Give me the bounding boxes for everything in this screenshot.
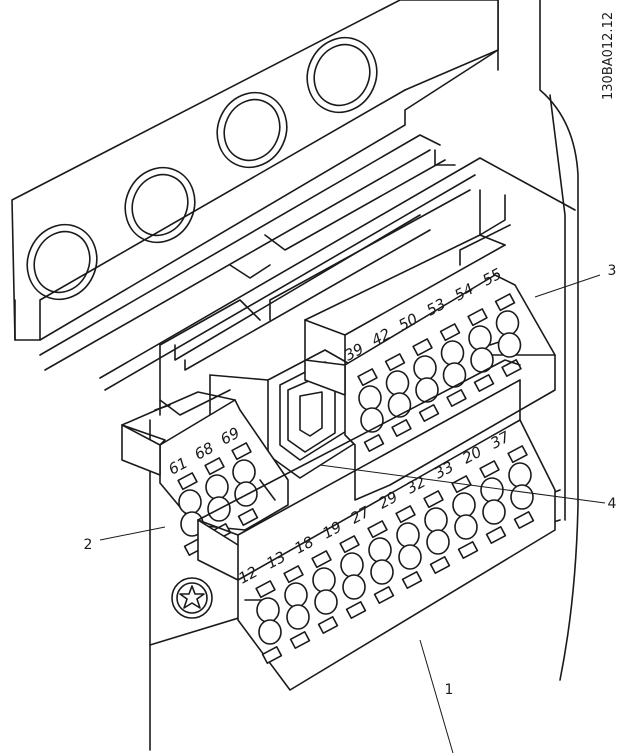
terminal-hole-13-1	[284, 582, 308, 608]
terminal-hole-68-1	[205, 474, 229, 500]
terminal-hole-39-1	[358, 385, 382, 411]
terminal-slot-29	[395, 505, 416, 524]
terminal-bottom-slot-53	[446, 389, 467, 407]
ground-screw-icon	[171, 577, 213, 619]
terminal-bottom-slot-19	[345, 601, 367, 619]
callout-2: 2	[84, 537, 93, 553]
internal-frame	[39, 134, 576, 416]
terminal-slot-27	[367, 520, 388, 539]
terminal-hole-50-2	[415, 377, 439, 403]
terminal-slot-68	[204, 457, 225, 476]
terminal-slot-19	[339, 535, 360, 554]
top-plate	[11, 0, 499, 341]
terminal-hole-29-1	[396, 522, 420, 548]
callout-4: 4	[608, 496, 617, 512]
terminal-bottom-slot-18	[317, 616, 339, 634]
terminal-hole-32-2	[426, 529, 450, 555]
terminal-hole-27-1	[368, 537, 392, 563]
terminal-slot-42	[384, 353, 406, 372]
terminal-bottom-slot-12	[261, 646, 283, 664]
terminal-hole-39-2	[360, 407, 384, 433]
terminal-hole-37-1	[508, 462, 532, 488]
terminal-hole-42-2	[387, 392, 412, 418]
terminal-slot-20	[479, 460, 500, 479]
cable-gland-1	[26, 223, 98, 301]
terminal-bottom-slot-20	[485, 526, 507, 544]
terminal-hole-12-1	[256, 597, 280, 623]
cable-gland-2	[124, 166, 196, 244]
terminal-slot-32	[423, 490, 444, 509]
terminal-hole-20-2	[482, 499, 506, 525]
terminal-hole-12-2	[258, 619, 282, 645]
callout-3: 3	[608, 263, 617, 279]
terminal-bottom-slot-39	[363, 434, 385, 452]
terminal-hole-69-2	[234, 481, 258, 507]
callout-leaders	[99, 274, 606, 753]
callout-1: 1	[445, 682, 454, 698]
terminal-hole-37-2	[510, 484, 534, 510]
comm-contacts	[177, 442, 259, 556]
terminal-hole-61-1	[178, 489, 202, 515]
terminal-bottom-slot-54	[473, 374, 495, 392]
terminal-hole-13-2	[286, 604, 310, 630]
terminal-hole-55-2	[497, 332, 522, 358]
cable-gland-4	[306, 36, 378, 114]
terminal-bottom-slot-32	[429, 556, 451, 574]
terminal-block-digital: 12 13 18 19 27 29 32 33 20 37	[197, 359, 556, 691]
terminal-bottom-slot-33	[457, 541, 479, 559]
terminal-slot-55	[494, 293, 516, 312]
terminal-hole-33-2	[454, 514, 478, 540]
terminal-slot-37	[507, 445, 528, 464]
terminal-hole-19-1	[340, 552, 364, 578]
terminal-hole-69-1	[232, 459, 256, 485]
terminal-bottom-slot-69	[237, 508, 259, 526]
terminal-bottom-slot-37	[513, 511, 535, 529]
terminal-hole-42-1	[385, 370, 410, 396]
terminal-hole-27-2	[370, 559, 394, 585]
document-code: 130BA012.12	[601, 12, 616, 100]
terminal-bottom-slot-27	[373, 586, 395, 604]
terminal-hole-54-1	[468, 325, 492, 351]
terminal-bottom-slot-42	[391, 419, 412, 437]
terminal-hole-29-2	[398, 544, 422, 570]
terminal-hole-32-1	[424, 507, 448, 533]
terminal-slot-69	[231, 442, 252, 461]
terminal-bottom-slot-50	[418, 404, 440, 422]
terminal-hole-18-2	[314, 589, 338, 615]
analog-contacts	[357, 293, 522, 452]
terminal-slot-39	[357, 368, 378, 387]
terminal-slot-61	[177, 472, 198, 491]
terminal-hole-19-2	[342, 574, 366, 600]
terminal-slot-50	[412, 338, 433, 357]
digital-contacts	[255, 445, 535, 664]
terminal-slot-13	[283, 565, 304, 584]
terminal-hole-33-1	[452, 492, 476, 518]
terminal-hole-53-1	[440, 340, 465, 366]
terminal-hole-55-1	[495, 310, 520, 336]
terminal-bottom-slot-29	[401, 571, 423, 589]
terminal-slot-53	[439, 323, 461, 342]
terminal-block-comm: 61 68 69	[121, 391, 289, 556]
terminal-slot-54	[467, 308, 488, 327]
terminal-slot-12	[255, 580, 276, 599]
terminal-bottom-slot-13	[289, 631, 311, 649]
terminal-hole-53-2	[442, 362, 467, 388]
terminal-hole-20-1	[480, 477, 504, 503]
terminal-hole-18-1	[312, 567, 336, 593]
terminal-hole-50-1	[413, 355, 437, 381]
cable-gland-3	[216, 91, 288, 169]
terminal-slot-18	[311, 550, 332, 569]
